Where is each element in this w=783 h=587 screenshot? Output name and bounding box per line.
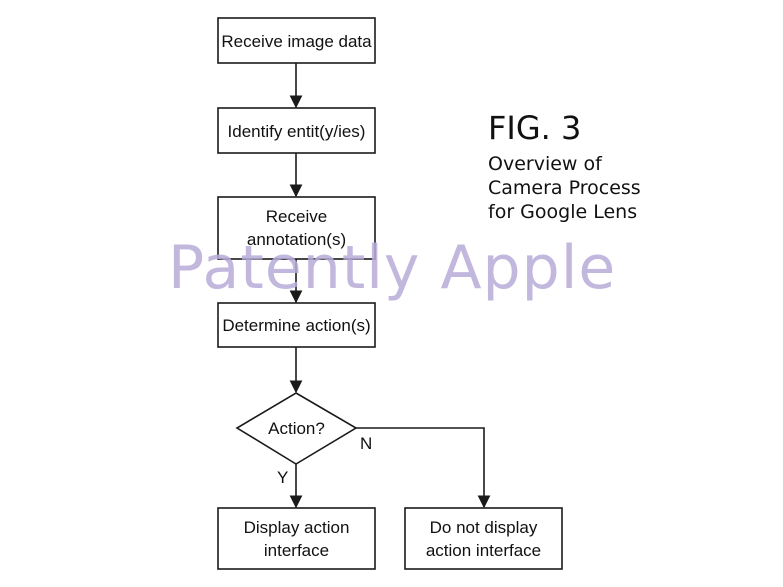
node-do-not-display-line-1: Do not display <box>430 518 538 537</box>
figure-subtitle: Overview of Camera Process for Google Le… <box>488 152 641 224</box>
node-receive-image-label: Receive image data <box>221 32 372 51</box>
node-identify-entities-label: Identify entit(y/ies) <box>228 122 366 141</box>
node-display-action-line-1: Display action <box>244 518 350 537</box>
flowchart-edges <box>289 63 491 509</box>
node-receive-annotation-line-2: annotation(s) <box>247 230 346 249</box>
node-do-not-display: Do not display action interface <box>404 507 563 570</box>
node-display-action-line-2: interface <box>264 541 329 560</box>
figure-subtitle-line-3: for Google Lens <box>488 201 638 223</box>
node-decision-label: Action? <box>268 419 325 438</box>
figure-title: FIG. 3 <box>488 109 582 147</box>
edge-label-yes: Y <box>277 468 288 487</box>
node-receive-image: Receive image data <box>217 17 376 64</box>
node-determine-action: Determine action(s) <box>217 302 376 348</box>
figure-subtitle-line-1: Overview of <box>488 153 602 175</box>
node-do-not-display-line-2: action interface <box>426 541 541 560</box>
node-determine-action-label: Determine action(s) <box>222 316 370 335</box>
node-receive-annotation: Receive annotation(s) <box>217 196 376 260</box>
edge-decision-no <box>356 427 491 509</box>
edge-label-no: N <box>360 434 372 453</box>
figure-subtitle-line-2: Camera Process <box>488 177 641 199</box>
node-display-action: Display action interface <box>217 507 376 570</box>
node-decision-action: Action? <box>235 392 358 465</box>
node-identify-entities: Identify entit(y/ies) <box>217 107 376 154</box>
node-receive-annotation-line-1: Receive <box>266 207 327 226</box>
